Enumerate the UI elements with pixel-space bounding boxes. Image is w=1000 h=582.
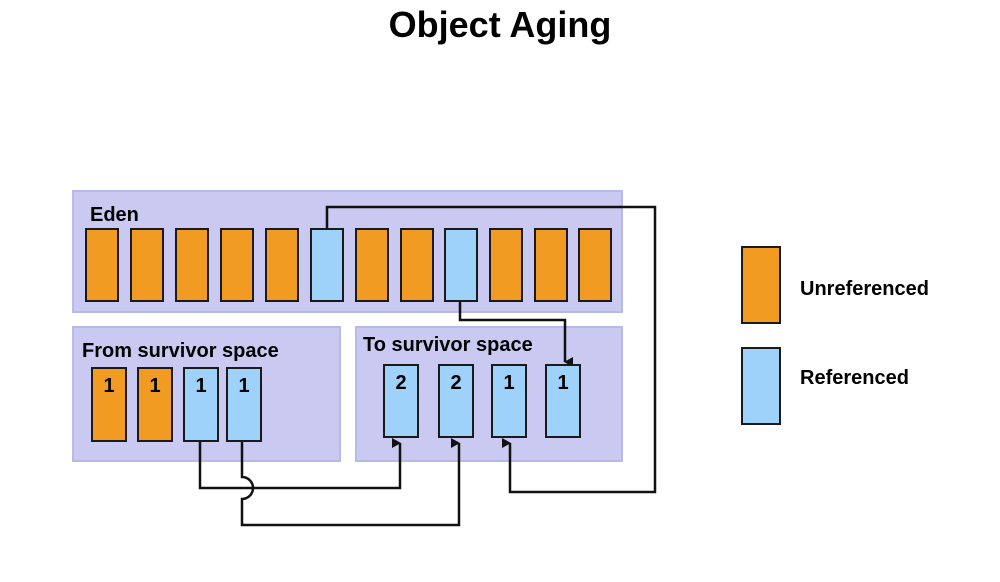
arrow-from-4-to-survivor-2: [240, 438, 461, 527]
to-survivor-label: To survivor space: [363, 334, 533, 356]
from-survivor-object-3[interactable]: 1: [183, 367, 219, 442]
object-age-label: 1: [503, 372, 515, 394]
to-survivor-object-4[interactable]: 1: [545, 364, 581, 438]
legend-unreferenced-label: Unreferenced: [800, 278, 929, 300]
eden-label: Eden: [90, 204, 139, 226]
object-age-label: 1: [149, 375, 161, 397]
eden-object-3[interactable]: [175, 228, 209, 302]
object-age-label: 2: [395, 372, 407, 394]
eden-object-4[interactable]: [220, 228, 254, 302]
eden-object-7[interactable]: [355, 228, 389, 302]
from-survivor-object-2[interactable]: 1: [137, 367, 173, 442]
eden-object-10[interactable]: [489, 228, 523, 302]
to-survivor-object-2[interactable]: 2: [438, 364, 474, 438]
from-survivor-object-1[interactable]: 1: [91, 367, 127, 442]
eden-object-12[interactable]: [578, 228, 612, 302]
from-survivor-label: From survivor space: [82, 340, 279, 362]
object-age-label: 1: [103, 375, 115, 397]
object-age-label: 1: [195, 375, 207, 397]
eden-object-9[interactable]: [444, 228, 478, 302]
arrow-eden-to-survivor-3: [325, 205, 657, 494]
from-survivor-object-4[interactable]: 1: [226, 367, 262, 442]
eden-object-5[interactable]: [265, 228, 299, 302]
page-title: Object Aging: [388, 4, 612, 45]
legend-referenced-swatch: [741, 347, 781, 425]
eden-object-11[interactable]: [534, 228, 568, 302]
to-survivor-object-1[interactable]: 2: [383, 364, 419, 438]
eden-object-2[interactable]: [130, 228, 164, 302]
object-age-label: 1: [238, 375, 250, 397]
eden-object-8[interactable]: [400, 228, 434, 302]
legend-referenced-label: Referenced: [800, 367, 909, 389]
eden-object-6[interactable]: [310, 228, 344, 302]
eden-object-1[interactable]: [85, 228, 119, 302]
arrow-from-3-to-survivor-1: [198, 438, 402, 490]
arrow-eden-to-survivor-4: [458, 300, 573, 367]
to-survivor-object-3[interactable]: 1: [491, 364, 527, 438]
legend-unreferenced-swatch: [741, 246, 781, 324]
object-age-label: 1: [557, 372, 569, 394]
object-age-label: 2: [450, 372, 462, 394]
